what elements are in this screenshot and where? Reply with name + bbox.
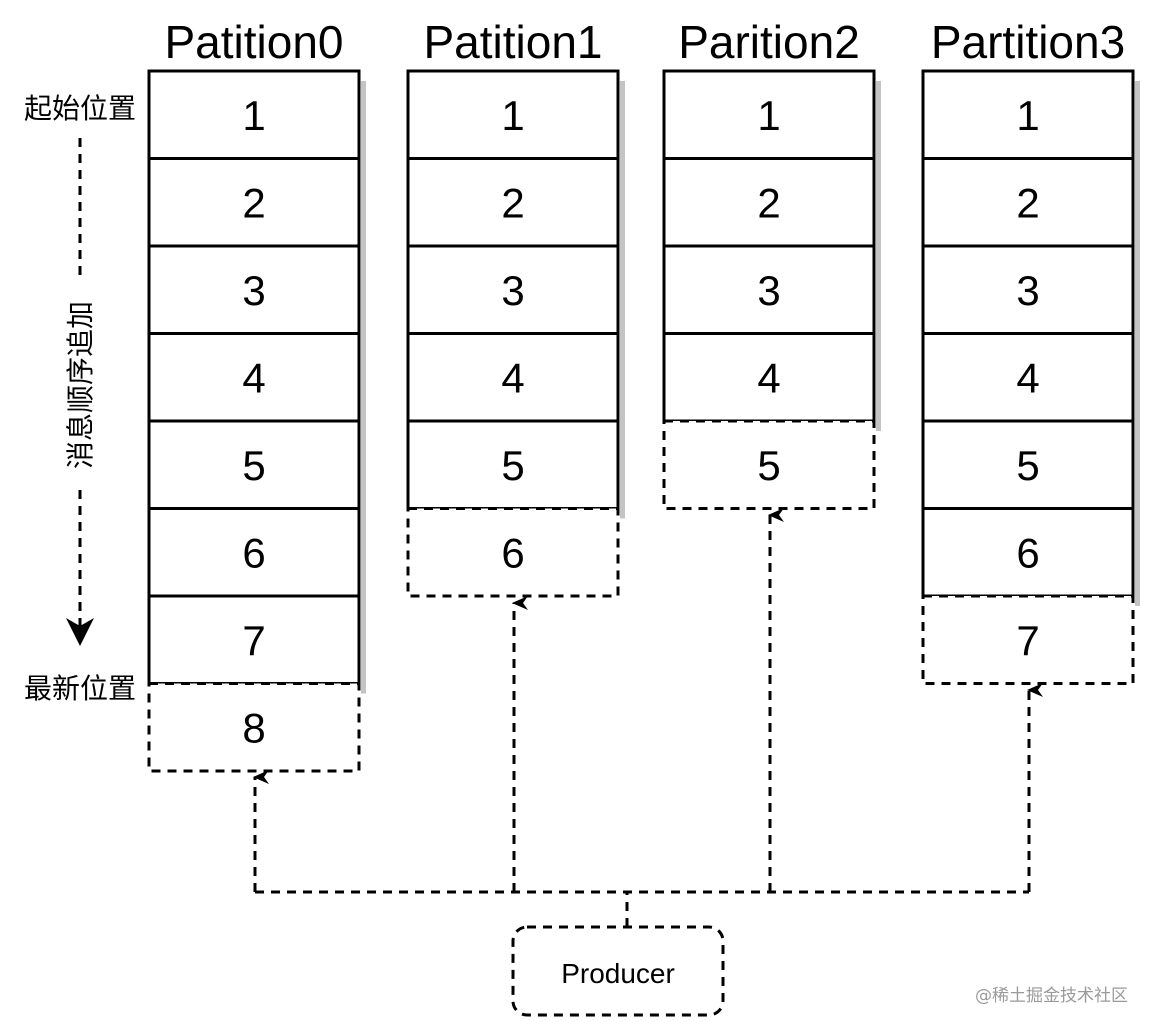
message-cell (921, 244, 1135, 335)
message-cell (921, 419, 1135, 510)
message-offset: 5 (501, 442, 524, 489)
start-position-label: 起始位置 (24, 92, 136, 125)
message-cell (662, 157, 876, 248)
pending-message-offset: 8 (242, 704, 265, 751)
producer-box (511, 925, 725, 1017)
pending-message-cell (921, 594, 1135, 685)
message-offset: 2 (501, 179, 524, 226)
partition-shadow (361, 81, 366, 694)
message-cell (147, 594, 361, 685)
message-cell (406, 332, 620, 423)
message-offset: 7 (242, 617, 265, 664)
direction-arrow-head (66, 618, 94, 646)
partition-column: Patition0 1 2 3 4 5 6 7 8 (147, 16, 366, 773)
partition-title: Patition0 (164, 16, 343, 68)
message-cell (662, 69, 876, 160)
partition-column: Parition2 1 2 3 4 5 (662, 16, 881, 510)
latest-position-label: 最新位置 (24, 672, 136, 705)
message-cell (921, 332, 1135, 423)
message-offset: 6 (1016, 529, 1039, 576)
message-offset: 2 (242, 179, 265, 226)
message-offset: 3 (757, 267, 780, 314)
partition-shadow (1135, 81, 1140, 606)
message-offset: 4 (242, 354, 265, 401)
message-offset: 1 (1016, 92, 1039, 139)
message-cell (921, 157, 1135, 248)
message-offset: 3 (1016, 267, 1039, 314)
message-offset: 6 (242, 529, 265, 576)
message-cell (662, 244, 876, 335)
partition-column: Patition1 1 2 3 4 5 6 (406, 16, 625, 598)
message-offset: 3 (501, 267, 524, 314)
message-cell (147, 244, 361, 335)
message-offset: 3 (242, 267, 265, 314)
message-offset: 5 (242, 442, 265, 489)
partitions-group: Patition0 1 2 3 4 5 6 7 8 Patition1 1 2 3 4 5 6 Parition… (147, 16, 1140, 773)
message-offset: 2 (1016, 179, 1039, 226)
pending-message-offset: 6 (501, 529, 524, 576)
pending-message-offset: 5 (757, 442, 780, 489)
message-offset: 4 (757, 354, 780, 401)
partition-title: Partition3 (931, 16, 1125, 68)
message-cell (662, 332, 876, 423)
partition-title: Patition1 (423, 16, 602, 68)
message-cell (406, 244, 620, 335)
producer-connectors (253, 508, 1043, 927)
partition-shadow (876, 81, 881, 431)
message-offset: 4 (501, 354, 524, 401)
message-offset: 4 (1016, 354, 1039, 401)
message-offset: 2 (757, 179, 780, 226)
message-cell (406, 69, 620, 160)
message-offset: 5 (1016, 442, 1039, 489)
message-cell (406, 419, 620, 510)
message-cell (147, 157, 361, 248)
message-offset: 1 (757, 92, 780, 139)
pending-message-cell (406, 507, 620, 598)
partition-title: Parition2 (678, 16, 860, 68)
pending-message-offset: 7 (1016, 617, 1039, 664)
direction-label: 消息顺序追加 (64, 301, 97, 469)
message-offset: 1 (501, 92, 524, 139)
message-cell (921, 507, 1135, 598)
partition-column: Partition3 1 2 3 4 5 6 7 (921, 16, 1140, 685)
watermark: @稀土掘金技术社区 (975, 986, 1128, 1006)
producer-label: Producer (561, 958, 675, 989)
partition-shadow (620, 81, 625, 519)
message-cell (147, 69, 361, 160)
message-offset: 1 (242, 92, 265, 139)
message-cell (921, 69, 1135, 160)
pending-message-cell (147, 682, 361, 773)
